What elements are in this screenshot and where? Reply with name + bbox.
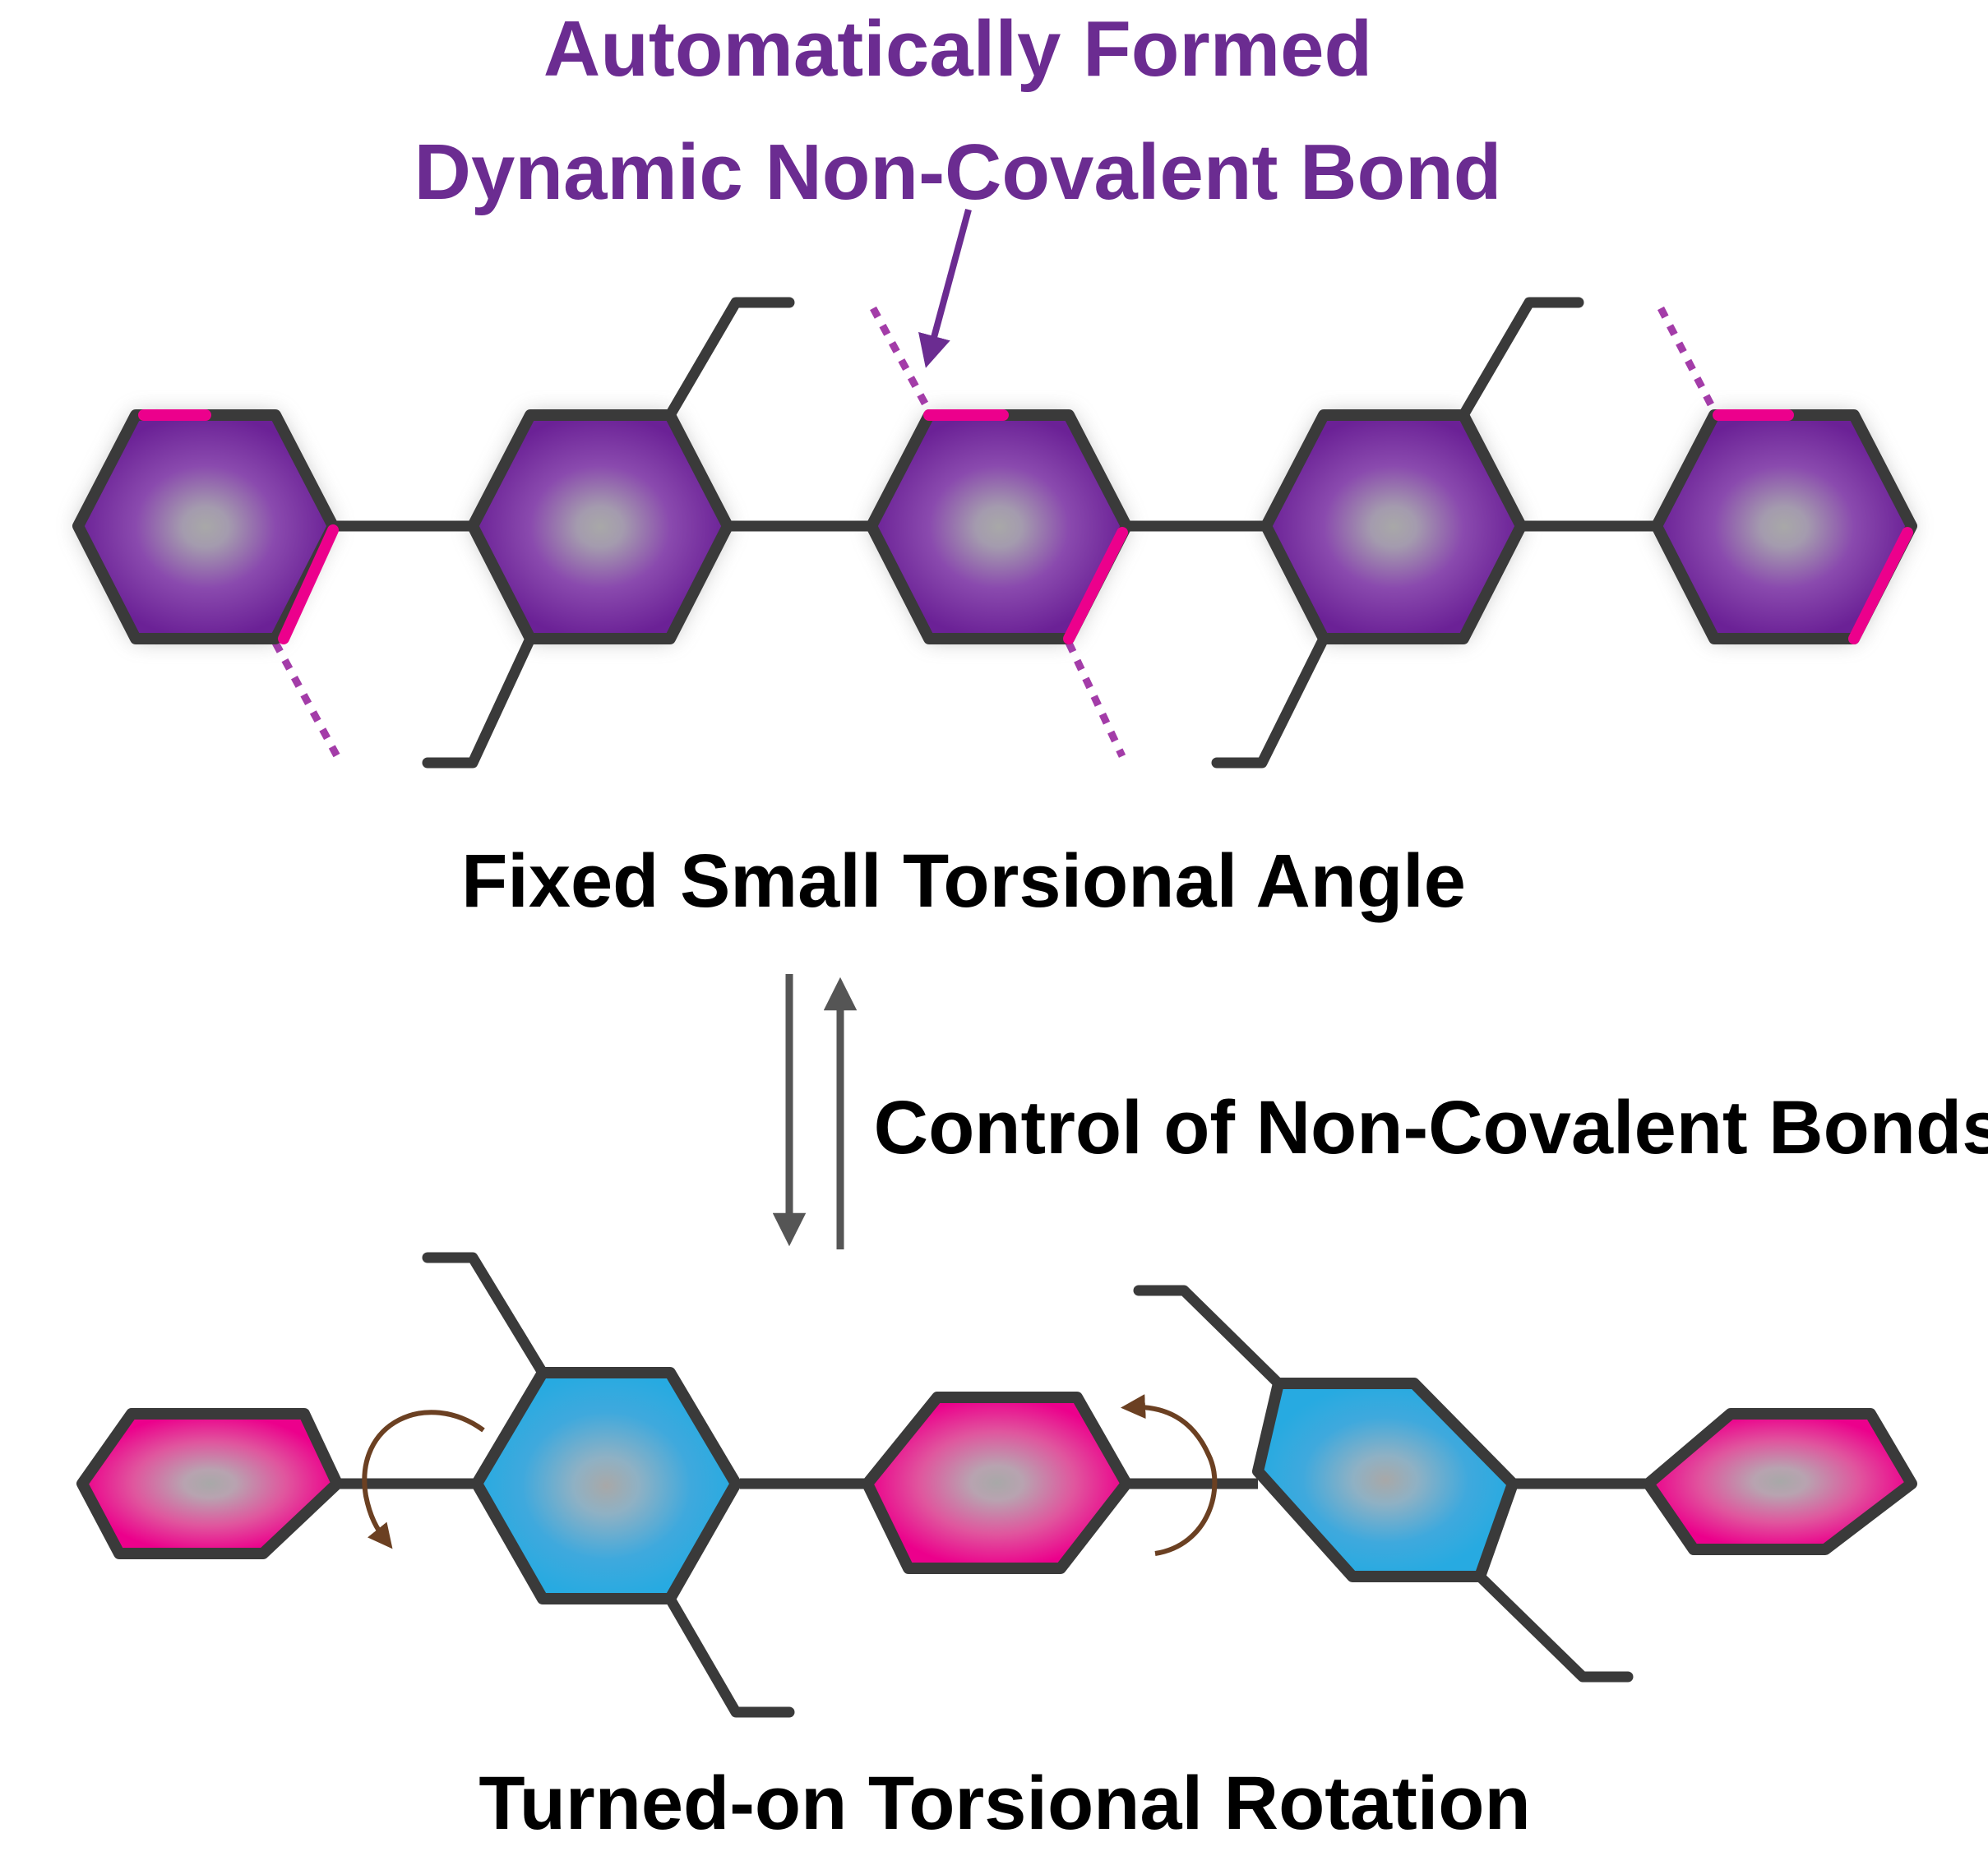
ring-pink	[76, 1408, 343, 1559]
annotation-arrow	[918, 208, 972, 368]
ring-pink	[862, 1392, 1132, 1574]
noncovalent-bonds	[272, 306, 1718, 759]
ring-pink	[1643, 1408, 1917, 1555]
noncovalent-bond	[1065, 641, 1126, 758]
ring-purple	[467, 409, 733, 644]
equilibrium-label: Control of Non-Covalent Bonds	[874, 1086, 1988, 1170]
state-bottom-label: Turned-on Torsional Rotation	[479, 1761, 1530, 1845]
noncovalent-bond	[1657, 306, 1718, 413]
twisted-chain	[76, 1252, 1917, 1718]
noncovalent-bond	[870, 306, 932, 413]
annotation-line-2: Dynamic Non-Covalent Bond	[414, 128, 1502, 216]
side-chains	[331, 297, 1667, 769]
state-top-label: Fixed Small Torsional Angle	[461, 839, 1466, 923]
ring-purple	[1260, 409, 1527, 644]
curved-arrow-icon	[362, 1410, 485, 1549]
noncovalent-bond	[272, 640, 340, 759]
ring-pink-edges	[138, 409, 1913, 644]
side-chains	[331, 1252, 1720, 1718]
annotation-line-1: Automatically Formed	[543, 5, 1372, 93]
ring-blue	[1252, 1378, 1519, 1582]
equilibrium-arrows-icon	[772, 974, 858, 1249]
ring-blue	[471, 1367, 742, 1604]
planar-chain	[72, 297, 1917, 769]
curved-arrow-icon	[1121, 1394, 1218, 1556]
